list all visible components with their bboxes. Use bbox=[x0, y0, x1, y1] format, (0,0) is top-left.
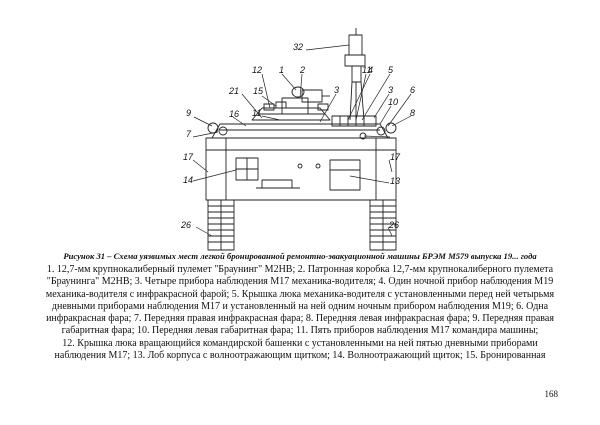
callout-7: 7 bbox=[186, 129, 192, 139]
callout-11-top: 11 bbox=[362, 65, 371, 75]
main-hull bbox=[205, 137, 397, 201]
vehicle-schematic-figure: 32 12 1 2 11 4 5 21 15 3 3 6 9 16 11 10 … bbox=[180, 28, 415, 251]
callout-2: 2 bbox=[299, 65, 305, 75]
crane-boom bbox=[344, 28, 366, 121]
callout-16: 16 bbox=[229, 109, 239, 119]
legend-line: дневными приборами наблюдения М17 и уста… bbox=[51, 300, 549, 312]
figure-legend: 1. 12,7-мм крупнокалиберный пулемет "Бра… bbox=[38, 264, 562, 362]
callout-32: 32 bbox=[293, 42, 303, 52]
legend-line: механика-водителя с инфракрасной фарой; … bbox=[45, 288, 555, 300]
callout-5: 5 bbox=[388, 65, 394, 75]
vehicle-line-drawing: 32 12 1 2 11 4 5 21 15 3 3 6 9 16 11 10 … bbox=[180, 28, 415, 251]
callout-3-right: 3 bbox=[388, 85, 393, 95]
callout-8: 8 bbox=[410, 108, 415, 118]
commander-cupola bbox=[251, 101, 331, 121]
callout-1: 1 bbox=[279, 65, 284, 75]
left-track bbox=[207, 199, 235, 251]
legend-line: 12. Крышка люка вращающийся командирской… bbox=[62, 337, 538, 349]
callout-14: 14 bbox=[183, 175, 193, 185]
callout-17-left: 17 bbox=[183, 152, 194, 162]
callout-11: 11 bbox=[252, 108, 261, 118]
right-track bbox=[369, 199, 397, 251]
callout-9: 9 bbox=[186, 108, 191, 118]
callout-13: 13 bbox=[390, 176, 400, 186]
callout-6: 6 bbox=[410, 85, 415, 95]
callout-17-right: 17 bbox=[390, 152, 401, 162]
legend-line: "Браунинга" М2НВ; 3. Четыре прибора набл… bbox=[46, 276, 554, 288]
callout-labels: 32 12 1 2 11 4 5 21 15 3 3 6 9 16 11 10 … bbox=[180, 42, 415, 230]
callout-10: 10 bbox=[388, 97, 398, 107]
legend-line: габаритная фара; 10. Передняя левая габа… bbox=[61, 325, 539, 337]
page-number: 168 bbox=[544, 389, 559, 399]
legend-line: инфракрасная фара; 7. Передняя правая ин… bbox=[46, 313, 554, 325]
callout-26-left: 26 bbox=[180, 220, 191, 230]
legend-line: наблюдения М17; 13. Лоб корпуса с волноо… bbox=[54, 350, 546, 362]
callout-12: 12 bbox=[252, 65, 262, 75]
callout-4: 4 bbox=[368, 65, 373, 75]
callout-3-left: 3 bbox=[334, 85, 339, 95]
leader-lines bbox=[192, 44, 412, 237]
callout-21: 21 bbox=[228, 86, 239, 96]
callout-15: 15 bbox=[253, 86, 264, 96]
figure-caption: Рисунок 31 – Схема уязвимых мест легкой … bbox=[63, 251, 537, 261]
legend-line: 1. 12,7-мм крупнокалиберный пулемет "Бра… bbox=[46, 264, 554, 275]
callout-26-right: 26 bbox=[388, 220, 399, 230]
